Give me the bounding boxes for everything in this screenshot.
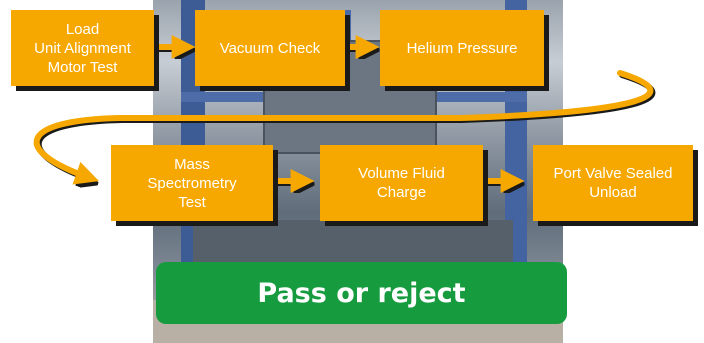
step-mass-spec-box: Mass Spectrometry Test	[111, 145, 273, 221]
step-helium-label: Helium Pressure	[406, 39, 518, 57]
step-load-label: Load Unit Alignment Motor Test	[34, 20, 131, 76]
step-vacuum-box: Vacuum Check	[195, 10, 345, 86]
pass-or-reject-label: Pass or reject	[257, 277, 466, 309]
step-helium-box: Helium Pressure	[380, 10, 544, 86]
pass-or-reject-banner: Pass or reject	[156, 262, 567, 324]
step-unload-label: Port Valve Sealed Unload	[553, 165, 673, 201]
step-mass-spec-label: Mass Spectrometry Test	[147, 155, 237, 211]
step-fluid-charge-label: Volume Fluid Charge	[358, 165, 445, 201]
step-fluid-charge-box: Volume Fluid Charge	[320, 145, 483, 221]
arrow-3	[33, 70, 654, 178]
step-load-box: Load Unit Alignment Motor Test	[11, 10, 154, 86]
step-vacuum-label: Vacuum Check	[219, 39, 321, 57]
step-unload-box: Port Valve Sealed Unload	[533, 145, 693, 221]
